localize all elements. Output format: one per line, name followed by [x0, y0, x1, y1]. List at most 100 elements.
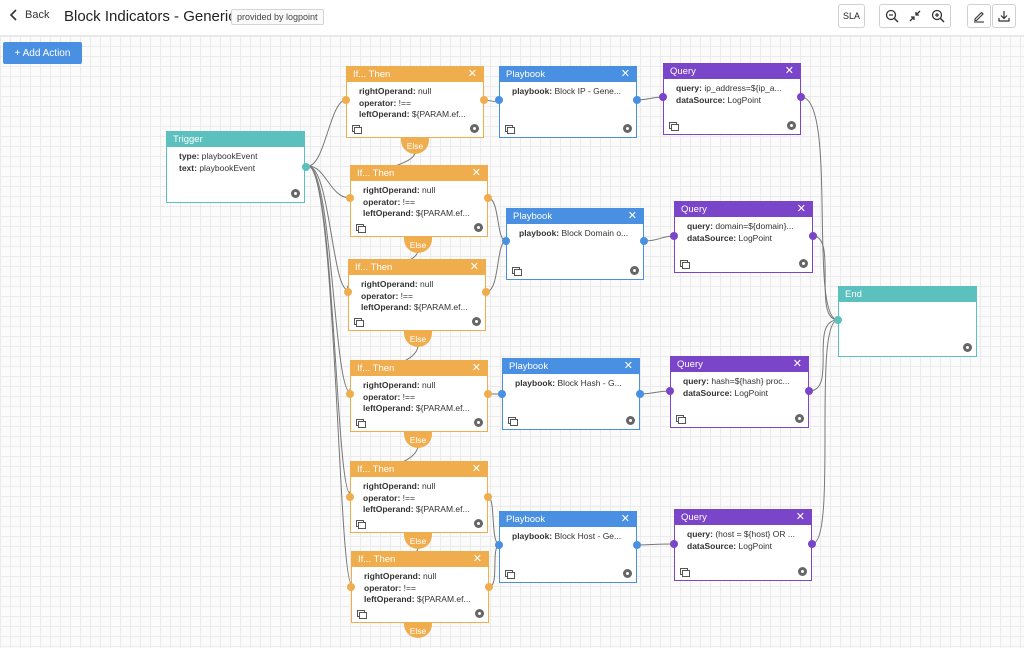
- input-port[interactable]: [498, 390, 506, 398]
- trigger-output-port[interactable]: [302, 163, 310, 171]
- else-branch[interactable]: Else: [404, 533, 432, 549]
- close-icon[interactable]: ✕: [472, 553, 482, 565]
- gear-icon[interactable]: [470, 124, 479, 133]
- output-port[interactable]: [797, 93, 805, 101]
- output-port[interactable]: [485, 583, 493, 591]
- gear-icon[interactable]: [630, 266, 639, 275]
- query-node[interactable]: Query✕ query: ip_address=${ip_a... dataS…: [663, 63, 801, 135]
- copy-icon[interactable]: [680, 568, 690, 577]
- else-branch[interactable]: Else: [404, 432, 432, 448]
- input-port[interactable]: [670, 232, 678, 240]
- input-port[interactable]: [670, 540, 678, 548]
- copy-icon[interactable]: [505, 570, 515, 579]
- input-port[interactable]: [346, 390, 354, 398]
- playbook-node[interactable]: Playbook✕ playbook: Block Domain o...: [506, 208, 644, 280]
- input-port[interactable]: [342, 96, 350, 104]
- end-node[interactable]: End: [838, 286, 977, 357]
- if-then-node[interactable]: If... Then✕ rightOperand: null operator:…: [348, 259, 486, 331]
- else-branch[interactable]: Else: [404, 331, 432, 347]
- output-port[interactable]: [482, 288, 490, 296]
- input-port[interactable]: [346, 194, 354, 202]
- gear-icon[interactable]: [795, 414, 804, 423]
- back-button[interactable]: Back: [8, 9, 49, 21]
- input-port[interactable]: [344, 288, 352, 296]
- output-port[interactable]: [809, 232, 817, 240]
- input-port[interactable]: [495, 96, 503, 104]
- output-port[interactable]: [805, 387, 813, 395]
- copy-icon[interactable]: [352, 125, 362, 134]
- if-then-node[interactable]: If... Then✕ rightOperand: null operator:…: [346, 66, 484, 138]
- output-port[interactable]: [480, 96, 488, 104]
- close-icon[interactable]: ✕: [471, 167, 481, 179]
- playbook-node[interactable]: Playbook✕ playbook: Block IP - Gene...: [499, 66, 637, 138]
- output-port[interactable]: [484, 493, 492, 501]
- gear-icon[interactable]: [623, 124, 632, 133]
- gear-icon[interactable]: [626, 416, 635, 425]
- trigger-node[interactable]: Trigger type: playbookEvent text: playbo…: [166, 131, 305, 203]
- if-then-node[interactable]: If... Then✕ rightOperand: null operator:…: [350, 461, 488, 533]
- gear-icon[interactable]: [798, 567, 807, 576]
- gear-icon[interactable]: [963, 343, 972, 352]
- copy-icon[interactable]: [505, 125, 515, 134]
- if-then-node[interactable]: If... Then✕ rightOperand: null operator:…: [350, 360, 488, 432]
- gear-icon[interactable]: [475, 609, 484, 618]
- zoom-out-button[interactable]: [880, 5, 903, 27]
- copy-icon[interactable]: [512, 267, 522, 276]
- gear-icon[interactable]: [291, 189, 300, 198]
- close-icon[interactable]: ✕: [623, 360, 633, 372]
- close-icon[interactable]: ✕: [795, 511, 805, 523]
- playbook-node[interactable]: Playbook✕ playbook: Block Host - Ge...: [499, 511, 637, 583]
- input-port[interactable]: [502, 237, 510, 245]
- copy-icon[interactable]: [356, 520, 366, 529]
- copy-icon[interactable]: [680, 260, 690, 269]
- close-icon[interactable]: ✕: [471, 463, 481, 475]
- input-port[interactable]: [495, 541, 503, 549]
- else-branch[interactable]: Else: [404, 237, 432, 253]
- end-input-port[interactable]: [834, 316, 842, 324]
- download-button[interactable]: [992, 4, 1016, 28]
- gear-icon[interactable]: [623, 569, 632, 578]
- else-branch[interactable]: Else: [404, 623, 432, 638]
- input-port[interactable]: [346, 493, 354, 501]
- close-icon[interactable]: ✕: [471, 362, 481, 374]
- close-icon[interactable]: ✕: [469, 261, 479, 273]
- fit-view-button[interactable]: [903, 5, 926, 27]
- close-icon[interactable]: ✕: [467, 68, 477, 80]
- close-icon[interactable]: ✕: [627, 210, 637, 222]
- copy-icon[interactable]: [354, 318, 364, 327]
- output-port[interactable]: [636, 390, 644, 398]
- query-node[interactable]: Query✕ query: domain=${domain}... dataSo…: [674, 201, 813, 273]
- copy-icon[interactable]: [508, 417, 518, 426]
- query-node[interactable]: Query✕ query: (host = ${host} OR ... dat…: [674, 509, 812, 581]
- playbook-node[interactable]: Playbook✕ playbook: Block Hash - G...: [502, 358, 640, 430]
- copy-icon[interactable]: [676, 415, 686, 424]
- output-port[interactable]: [633, 96, 641, 104]
- sla-button[interactable]: SLA: [838, 4, 865, 28]
- gear-icon[interactable]: [799, 259, 808, 268]
- output-port[interactable]: [484, 194, 492, 202]
- gear-icon[interactable]: [472, 317, 481, 326]
- close-icon[interactable]: ✕: [784, 65, 794, 77]
- gear-icon[interactable]: [474, 418, 483, 427]
- input-port[interactable]: [659, 93, 667, 101]
- else-branch[interactable]: Else: [401, 138, 429, 154]
- copy-icon[interactable]: [356, 224, 366, 233]
- close-icon[interactable]: ✕: [620, 68, 630, 80]
- query-node[interactable]: Query✕ query: hash=${hash} proc... dataS…: [670, 356, 809, 428]
- output-port[interactable]: [484, 390, 492, 398]
- zoom-in-button[interactable]: [927, 5, 950, 27]
- close-icon[interactable]: ✕: [620, 513, 630, 525]
- close-icon[interactable]: ✕: [792, 358, 802, 370]
- copy-icon[interactable]: [356, 419, 366, 428]
- edit-button[interactable]: [967, 4, 991, 28]
- output-port[interactable]: [633, 541, 641, 549]
- if-then-node[interactable]: If... Then✕ rightOperand: null operator:…: [351, 551, 489, 623]
- close-icon[interactable]: ✕: [796, 203, 806, 215]
- add-action-button[interactable]: + Add Action: [3, 42, 82, 64]
- gear-icon[interactable]: [474, 519, 483, 528]
- gear-icon[interactable]: [787, 121, 796, 130]
- output-port[interactable]: [808, 540, 816, 548]
- input-port[interactable]: [666, 387, 674, 395]
- input-port[interactable]: [347, 583, 355, 591]
- if-then-node[interactable]: If... Then✕ rightOperand: null operator:…: [350, 165, 488, 237]
